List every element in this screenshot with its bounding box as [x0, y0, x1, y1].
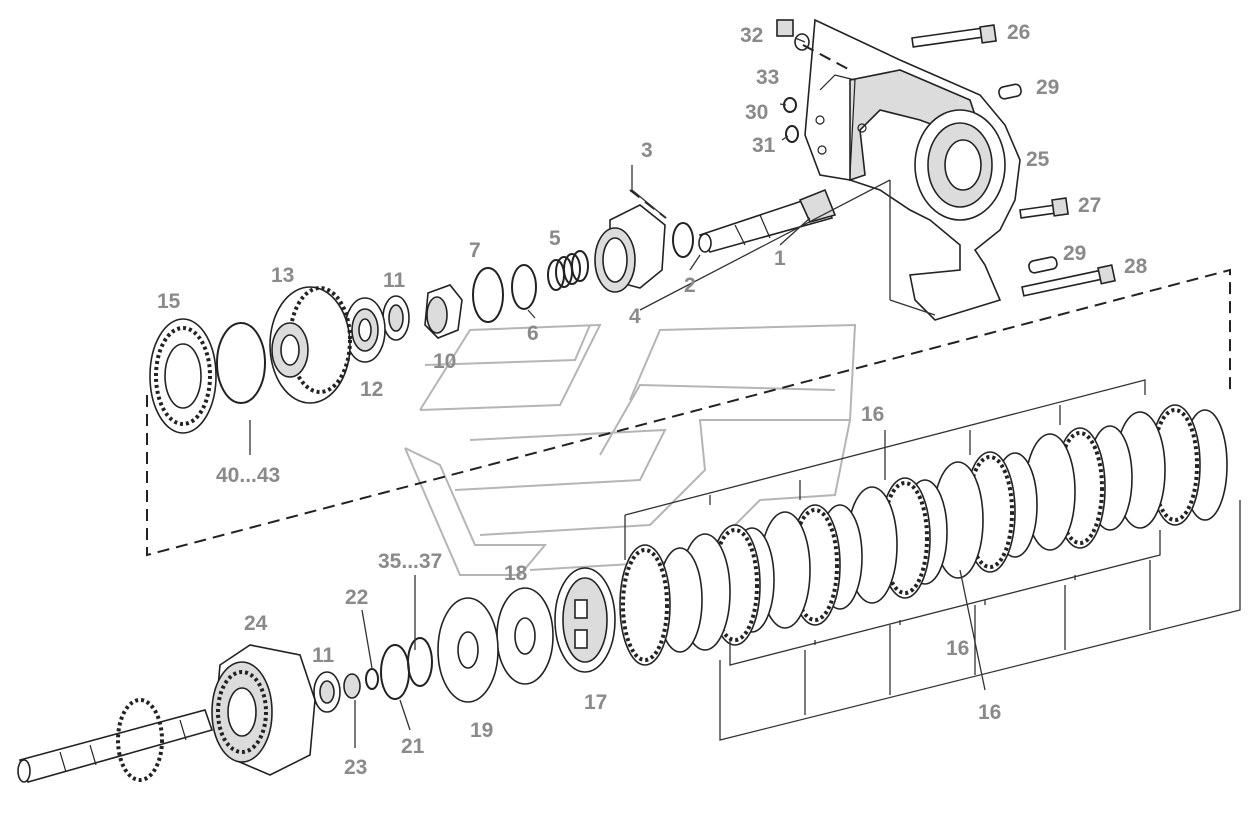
label-29-lower: 29	[1063, 242, 1086, 265]
drum-24	[211, 644, 316, 776]
watermark-logo	[404, 323, 857, 576]
belleville-disc-18	[496, 587, 554, 685]
label-5: 5	[549, 227, 561, 250]
label-3: 3	[641, 139, 653, 162]
label-24: 24	[244, 612, 268, 635]
nut-23	[343, 673, 361, 699]
ring-21	[380, 644, 410, 700]
label-31: 31	[752, 134, 776, 157]
label-29-upper: 29	[1036, 76, 1059, 99]
washer-31	[785, 125, 799, 143]
label-1: 1	[774, 247, 786, 270]
label-25: 25	[1026, 148, 1050, 171]
label-10: 10	[433, 350, 456, 373]
label-2: 2	[684, 274, 696, 297]
label-16-bottom: 16	[978, 701, 1001, 724]
label-15: 15	[157, 290, 181, 313]
label-32: 32	[740, 24, 763, 47]
bolt-28	[1021, 264, 1116, 297]
assembly-dash-line	[146, 268, 1231, 557]
ring-40-43	[216, 322, 266, 404]
gear-13	[269, 286, 352, 404]
label-33: 33	[756, 66, 779, 89]
pin-29-upper	[998, 83, 1022, 100]
label-7: 7	[469, 239, 481, 262]
ring-7	[472, 267, 504, 323]
piston-17	[554, 567, 616, 673]
label-16-middle: 16	[946, 637, 969, 660]
bearing-carrier-4	[594, 204, 666, 293]
sleeve-10	[424, 284, 463, 339]
label-6: 6	[527, 322, 539, 345]
part-labels: 1 2 3 4 5 6 7 10 11 11 12 13 15 16 16 16…	[157, 21, 1148, 779]
bolt-26	[911, 24, 997, 48]
label-22: 22	[345, 586, 368, 609]
ring-6	[511, 264, 537, 310]
friction-disc-15	[149, 318, 217, 434]
pin-29-lower	[1028, 256, 1058, 274]
callout-brackets-16	[624, 379, 1241, 741]
label-28: 28	[1124, 255, 1148, 278]
label-12: 12	[360, 378, 383, 401]
spring-5	[547, 250, 589, 291]
label-11-lower: 11	[312, 644, 335, 667]
label-13: 13	[271, 264, 294, 287]
snap-ring-2	[672, 222, 694, 258]
shaft-1	[698, 188, 837, 253]
label-27: 27	[1078, 194, 1101, 217]
label-26: 26	[1007, 21, 1030, 44]
label-4: 4	[629, 305, 641, 328]
bearing-11-upper	[382, 295, 410, 341]
label-17: 17	[584, 691, 607, 714]
leader-lines	[249, 37, 936, 748]
label-21: 21	[401, 735, 425, 758]
disc-19	[437, 597, 499, 703]
label-16-top: 16	[861, 403, 884, 426]
label-19: 19	[470, 719, 493, 742]
label-40-43: 40...43	[216, 464, 280, 487]
output-shaft	[17, 698, 214, 783]
ring-22	[365, 668, 379, 690]
label-35-37: 35...37	[378, 550, 442, 573]
bolt-27	[1019, 197, 1069, 219]
label-18: 18	[504, 562, 528, 585]
dash-bolt	[802, 44, 851, 71]
ring-35-37	[407, 637, 433, 687]
label-23: 23	[344, 756, 367, 779]
bearing-11-lower	[313, 671, 341, 713]
label-30: 30	[745, 101, 768, 124]
clutch-plate-stack-16	[619, 404, 1228, 666]
label-11-upper: 11	[383, 269, 406, 292]
housing-25	[804, 18, 1021, 321]
